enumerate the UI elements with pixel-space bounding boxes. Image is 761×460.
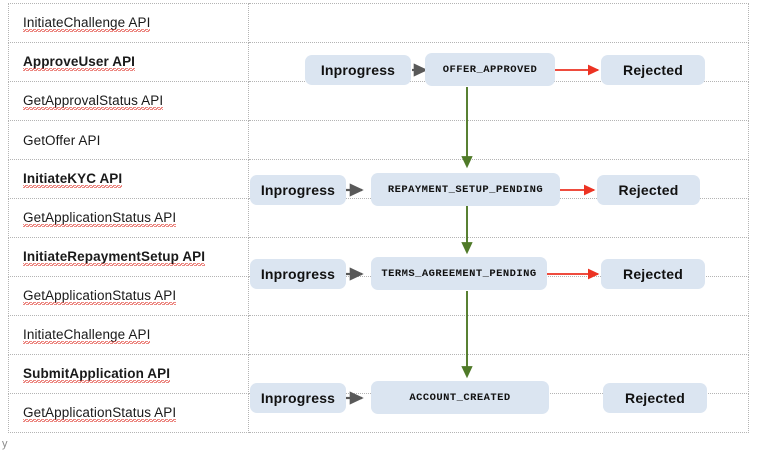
flow-cell: [248, 3, 749, 43]
api-name: InitiateKYC API: [9, 171, 248, 188]
api-name-text: GetApplicationStatus API: [23, 288, 177, 305]
table-row: InitiateChallenge API: [8, 3, 749, 43]
node-inprogress-account[interactable]: Inprogress: [250, 383, 346, 413]
api-name: InitiateRepaymentSetup API: [9, 249, 248, 266]
table-row: InitiateChallenge API: [8, 315, 749, 355]
node-state-account-created[interactable]: ACCOUNT_CREATED: [371, 381, 549, 414]
node-state-offer-approved[interactable]: OFFER_APPROVED: [425, 53, 555, 86]
api-name-text: InitiateChallenge API: [23, 15, 151, 32]
node-state-terms-agreement-pending[interactable]: TERMS_AGREEMENT_PENDING: [371, 257, 547, 290]
api-cell: GetApplicationStatus API: [8, 276, 249, 316]
api-cell: InitiateChallenge API: [8, 3, 249, 43]
api-cell: InitiateKYC API: [8, 159, 249, 199]
table-row: GetApprovalStatus API: [8, 81, 749, 121]
node-rejected-offer[interactable]: Rejected: [601, 55, 705, 85]
api-cell: GetApplicationStatus API: [8, 393, 249, 433]
api-cell: GetApprovalStatus API: [8, 81, 249, 121]
api-name: GetOffer API: [9, 133, 248, 148]
api-name-text: GetApplicationStatus API: [23, 210, 177, 227]
node-rejected-repayment[interactable]: Rejected: [597, 175, 700, 205]
api-cell: GetOffer API: [8, 120, 249, 160]
api-name: GetApprovalStatus API: [9, 93, 248, 110]
api-name-text: GetApplicationStatus API: [23, 405, 177, 422]
api-name-text: InitiateChallenge API: [23, 327, 151, 344]
api-name-text: SubmitApplication API: [23, 366, 171, 383]
node-rejected-terms[interactable]: Rejected: [601, 259, 705, 289]
api-name-text: InitiateRepaymentSetup API: [23, 249, 206, 266]
api-name: GetApplicationStatus API: [9, 288, 248, 305]
api-name: SubmitApplication API: [9, 366, 248, 383]
api-cell: InitiateChallenge API: [8, 315, 249, 355]
node-rejected-account[interactable]: Rejected: [603, 383, 707, 413]
api-name-text: ApproveUser API: [23, 54, 136, 71]
node-state-repayment-setup-pending[interactable]: REPAYMENT_SETUP_PENDING: [371, 173, 560, 206]
api-name-text: GetApprovalStatus API: [23, 93, 164, 110]
node-inprogress-repayment[interactable]: Inprogress: [250, 175, 346, 205]
api-cell: GetApplicationStatus API: [8, 198, 249, 238]
node-inprogress-offer[interactable]: Inprogress: [305, 55, 411, 85]
api-name-text: InitiateKYC API: [23, 171, 123, 188]
api-name: GetApplicationStatus API: [9, 210, 248, 227]
api-name: InitiateChallenge API: [9, 15, 248, 32]
api-name: ApproveUser API: [9, 54, 248, 71]
api-name: InitiateChallenge API: [9, 327, 248, 344]
api-name: GetApplicationStatus API: [9, 405, 248, 422]
stray-glyph: y: [2, 438, 8, 450]
api-cell: SubmitApplication API: [8, 354, 249, 394]
api-cell: InitiateRepaymentSetup API: [8, 237, 249, 277]
node-inprogress-terms[interactable]: Inprogress: [250, 259, 346, 289]
api-name-text: GetOffer API: [23, 132, 101, 148]
